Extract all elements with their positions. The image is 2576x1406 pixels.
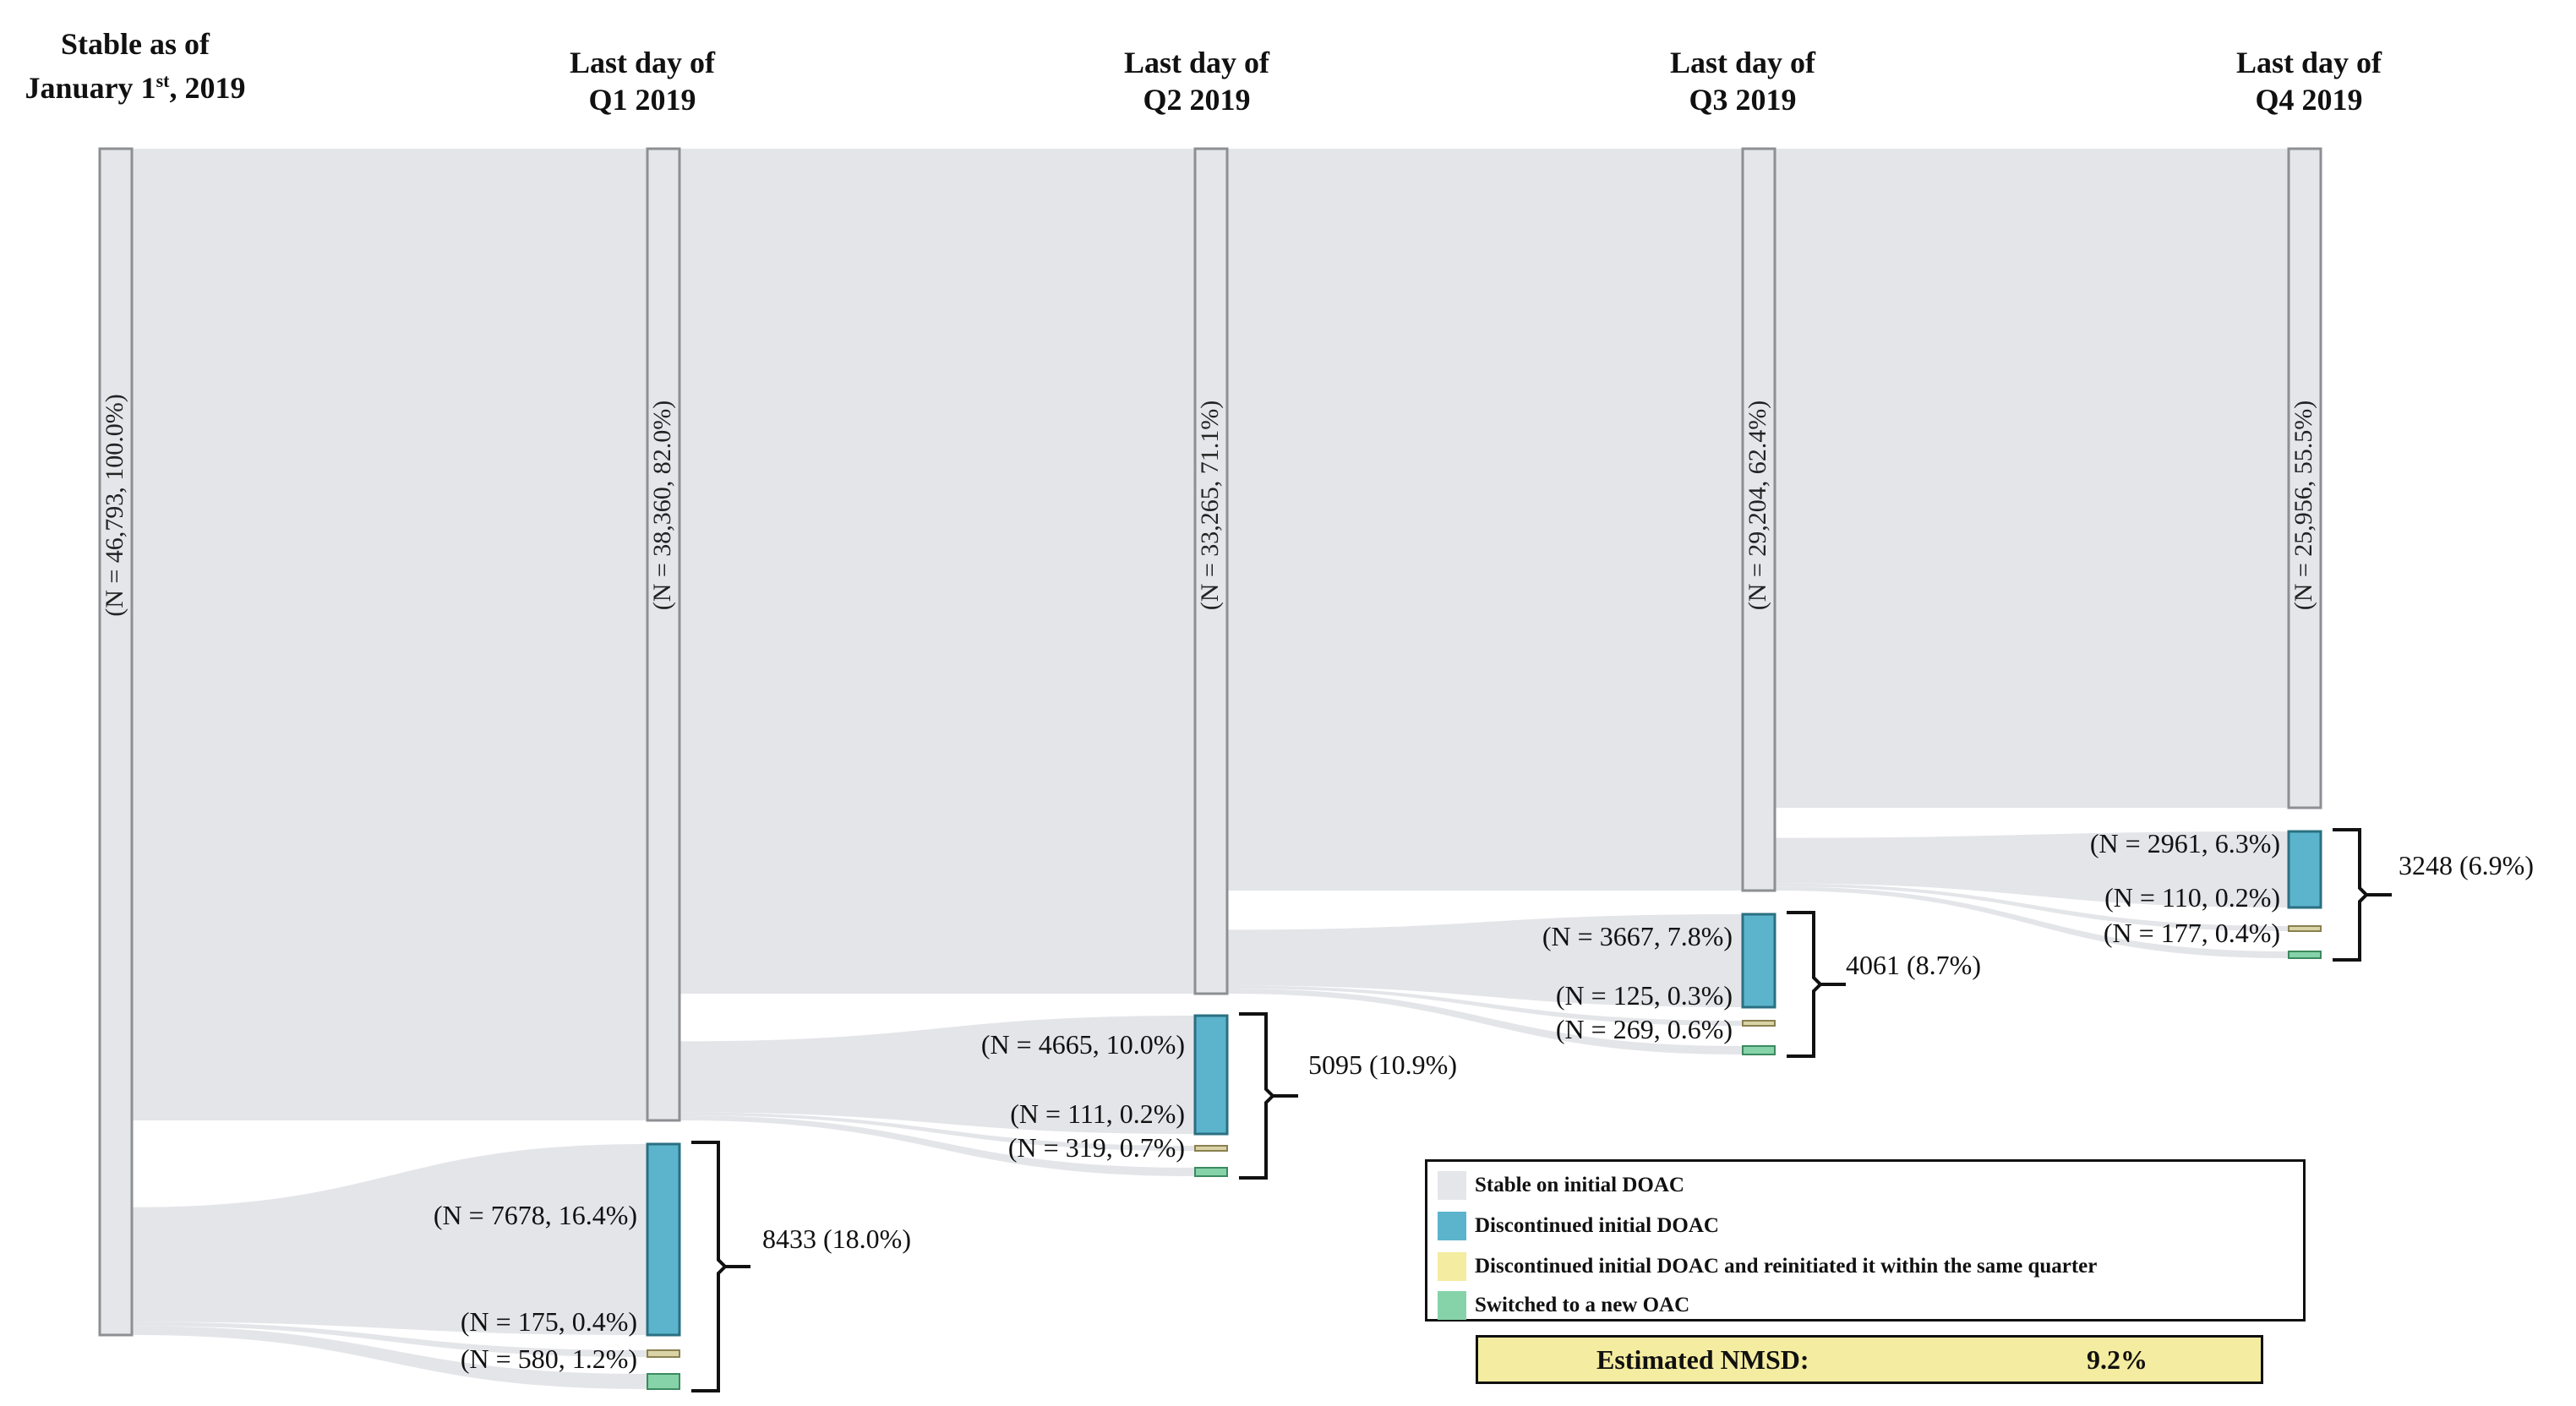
header-date-suffix: , 2019 xyxy=(169,71,246,105)
bracket-q4 xyxy=(2333,828,2369,962)
q4-reinitiated-label: (N = 110, 0.2%) xyxy=(2104,882,2280,913)
stable-node-1 xyxy=(646,147,681,1122)
switched-node-q3 xyxy=(1742,1045,1776,1055)
q1-reinitiated-label: (N = 175, 0.4%) xyxy=(460,1306,637,1337)
legend-swatch-switched xyxy=(1438,1291,1466,1320)
stable-node-3 xyxy=(1741,147,1776,892)
stable-node-label-q2: (N = 33,265, 71.1%) xyxy=(1196,400,1224,611)
header-line-1: Last day of xyxy=(569,46,716,79)
legend-swatch-stable xyxy=(1438,1171,1466,1200)
header-line-2: Q1 2019 xyxy=(588,83,696,117)
flow-outcome-1-2 xyxy=(132,1326,647,1389)
reinitiated-node-q3 xyxy=(1742,1020,1776,1027)
stable-node-label-jan1: (N = 46,793, 100.0%) xyxy=(101,394,128,617)
reinitiated-node-q4 xyxy=(2288,925,2322,932)
flow-outcome-4-0 xyxy=(1775,831,2289,907)
header-line-1: Last day of xyxy=(2235,46,2382,79)
nmsd-value: 9.2% xyxy=(2087,1344,2148,1375)
flow-outcome-2-0 xyxy=(679,1016,1195,1134)
q2-switched-label: (N = 319, 0.7%) xyxy=(1007,1132,1185,1163)
q2-reinitiated-label: (N = 111, 0.2%) xyxy=(1010,1098,1185,1129)
flow-stable-3 xyxy=(1227,149,1743,891)
flow-outcome-3-1 xyxy=(1227,985,1743,1026)
legend-swatch-discontinued xyxy=(1438,1212,1466,1240)
header-line-2: Q3 2019 xyxy=(1689,83,1797,117)
legend-label-discontinued: Discontinued initial DOAC xyxy=(1475,1214,1719,1237)
flow-stable-1 xyxy=(132,149,647,1120)
q2-discontinued-label: (N = 4665, 10.0%) xyxy=(980,1029,1185,1060)
node-layer xyxy=(98,147,2322,1390)
q1-total-label: 8433 (18.0%) xyxy=(762,1223,911,1254)
switched-node-q2 xyxy=(1194,1167,1228,1177)
header-date-sup: st xyxy=(156,70,170,91)
column-header-q1: Last day of Q1 2019 xyxy=(482,44,803,118)
flow-outcome-2-2 xyxy=(679,1115,1195,1176)
reinitiated-node-q1 xyxy=(647,1349,680,1358)
q3-discontinued-label: (N = 3667, 7.8%) xyxy=(1542,921,1733,951)
legend-item-discontinued: Discontinued initial DOAC xyxy=(1438,1209,1719,1243)
brace-layer xyxy=(691,828,2392,1392)
discontinued-node-q3 xyxy=(1741,913,1776,1009)
legend-label-reinitiated: Discontinued initial DOAC and reinitiate… xyxy=(1475,1255,2098,1278)
legend: Stable on initial DOAC Discontinued init… xyxy=(1425,1159,2306,1322)
bracket-q3 xyxy=(1787,911,1823,1058)
legend-label-switched: Switched to a new OAC xyxy=(1475,1294,1690,1316)
legend-item-switched: Switched to a new OAC xyxy=(1438,1289,1689,1322)
stable-node-4 xyxy=(2287,147,2322,809)
flow-stable-4 xyxy=(1775,149,2289,808)
q3-switched-label: (N = 269, 0.6%) xyxy=(1555,1014,1733,1044)
header-line-2: Q2 2019 xyxy=(1143,83,1251,117)
q3-total-label: 4061 (8.7%) xyxy=(1846,950,1981,980)
discontinued-node-q2 xyxy=(1193,1014,1229,1136)
header-date-prefix: January 1 xyxy=(25,71,156,105)
flow-outcome-3-2 xyxy=(1227,989,1743,1054)
stable-node-label-q3: (N = 29,204, 62.4%) xyxy=(1744,400,1771,611)
flow-outcome-4-2 xyxy=(1775,886,2289,958)
header-line-1: Stable as of xyxy=(60,27,210,61)
discontinued-node-q4 xyxy=(2287,830,2322,909)
flow-layer xyxy=(132,149,2289,1389)
legend-item-reinitiated: Discontinued initial DOAC and reinitiate… xyxy=(1438,1250,2097,1283)
stable-node-2 xyxy=(1193,147,1229,995)
header-line-1: Last day of xyxy=(1669,46,1816,79)
stable-node-label-q1: (N = 38,360, 82.0%) xyxy=(648,400,676,611)
switched-node-q4 xyxy=(2288,951,2322,959)
column-header-q2: Last day of Q2 2019 xyxy=(1036,44,1357,118)
flow-outcome-1-1 xyxy=(132,1322,647,1357)
header-line-2: January 1st, 2019 xyxy=(0,63,296,106)
flow-stable-2 xyxy=(679,149,1195,994)
flow-outcome-2-1 xyxy=(679,1112,1195,1151)
discontinued-node-q1 xyxy=(646,1142,681,1337)
header-line-2: Q4 2019 xyxy=(2255,83,2363,117)
bracket-q2 xyxy=(1239,1012,1275,1180)
q1-switched-label: (N = 580, 1.2%) xyxy=(460,1343,637,1374)
column-header-jan1: Stable as of January 1st, 2019 xyxy=(0,25,296,106)
header-line-1: Last day of xyxy=(1123,46,1270,79)
q3-reinitiated-label: (N = 125, 0.3%) xyxy=(1555,980,1733,1011)
flow-outcome-4-1 xyxy=(1775,883,2289,931)
legend-label-stable: Stable on initial DOAC xyxy=(1475,1174,1684,1196)
column-header-q3: Last day of Q3 2019 xyxy=(1582,44,1903,118)
flow-outcome-1-0 xyxy=(132,1144,647,1335)
q4-discontinued-label: (N = 2961, 6.3%) xyxy=(2089,828,2280,858)
q1-discontinued-label: (N = 7678, 16.4%) xyxy=(433,1200,637,1230)
nmsd-box: Estimated NMSD: 9.2% xyxy=(1476,1335,2263,1384)
legend-swatch-reinitiated xyxy=(1438,1252,1466,1281)
bracket-q1 xyxy=(691,1141,728,1392)
legend-item-stable: Stable on initial DOAC xyxy=(1438,1169,1684,1202)
flow-outcome-3-0 xyxy=(1227,914,1743,1007)
reinitiated-node-q2 xyxy=(1194,1145,1228,1152)
switched-node-q1 xyxy=(647,1373,680,1390)
column-header-q4: Last day of Q4 2019 xyxy=(2148,44,2470,118)
q2-total-label: 5095 (10.9%) xyxy=(1308,1049,1457,1080)
stable-node-0 xyxy=(98,147,134,1337)
stable-node-label-q4: (N = 25,956, 55.5%) xyxy=(2289,400,2317,611)
nmsd-label: Estimated NMSD: xyxy=(1596,1344,1809,1375)
q4-switched-label: (N = 177, 0.4%) xyxy=(2103,918,2280,948)
q4-total-label: 3248 (6.9%) xyxy=(2399,850,2534,880)
